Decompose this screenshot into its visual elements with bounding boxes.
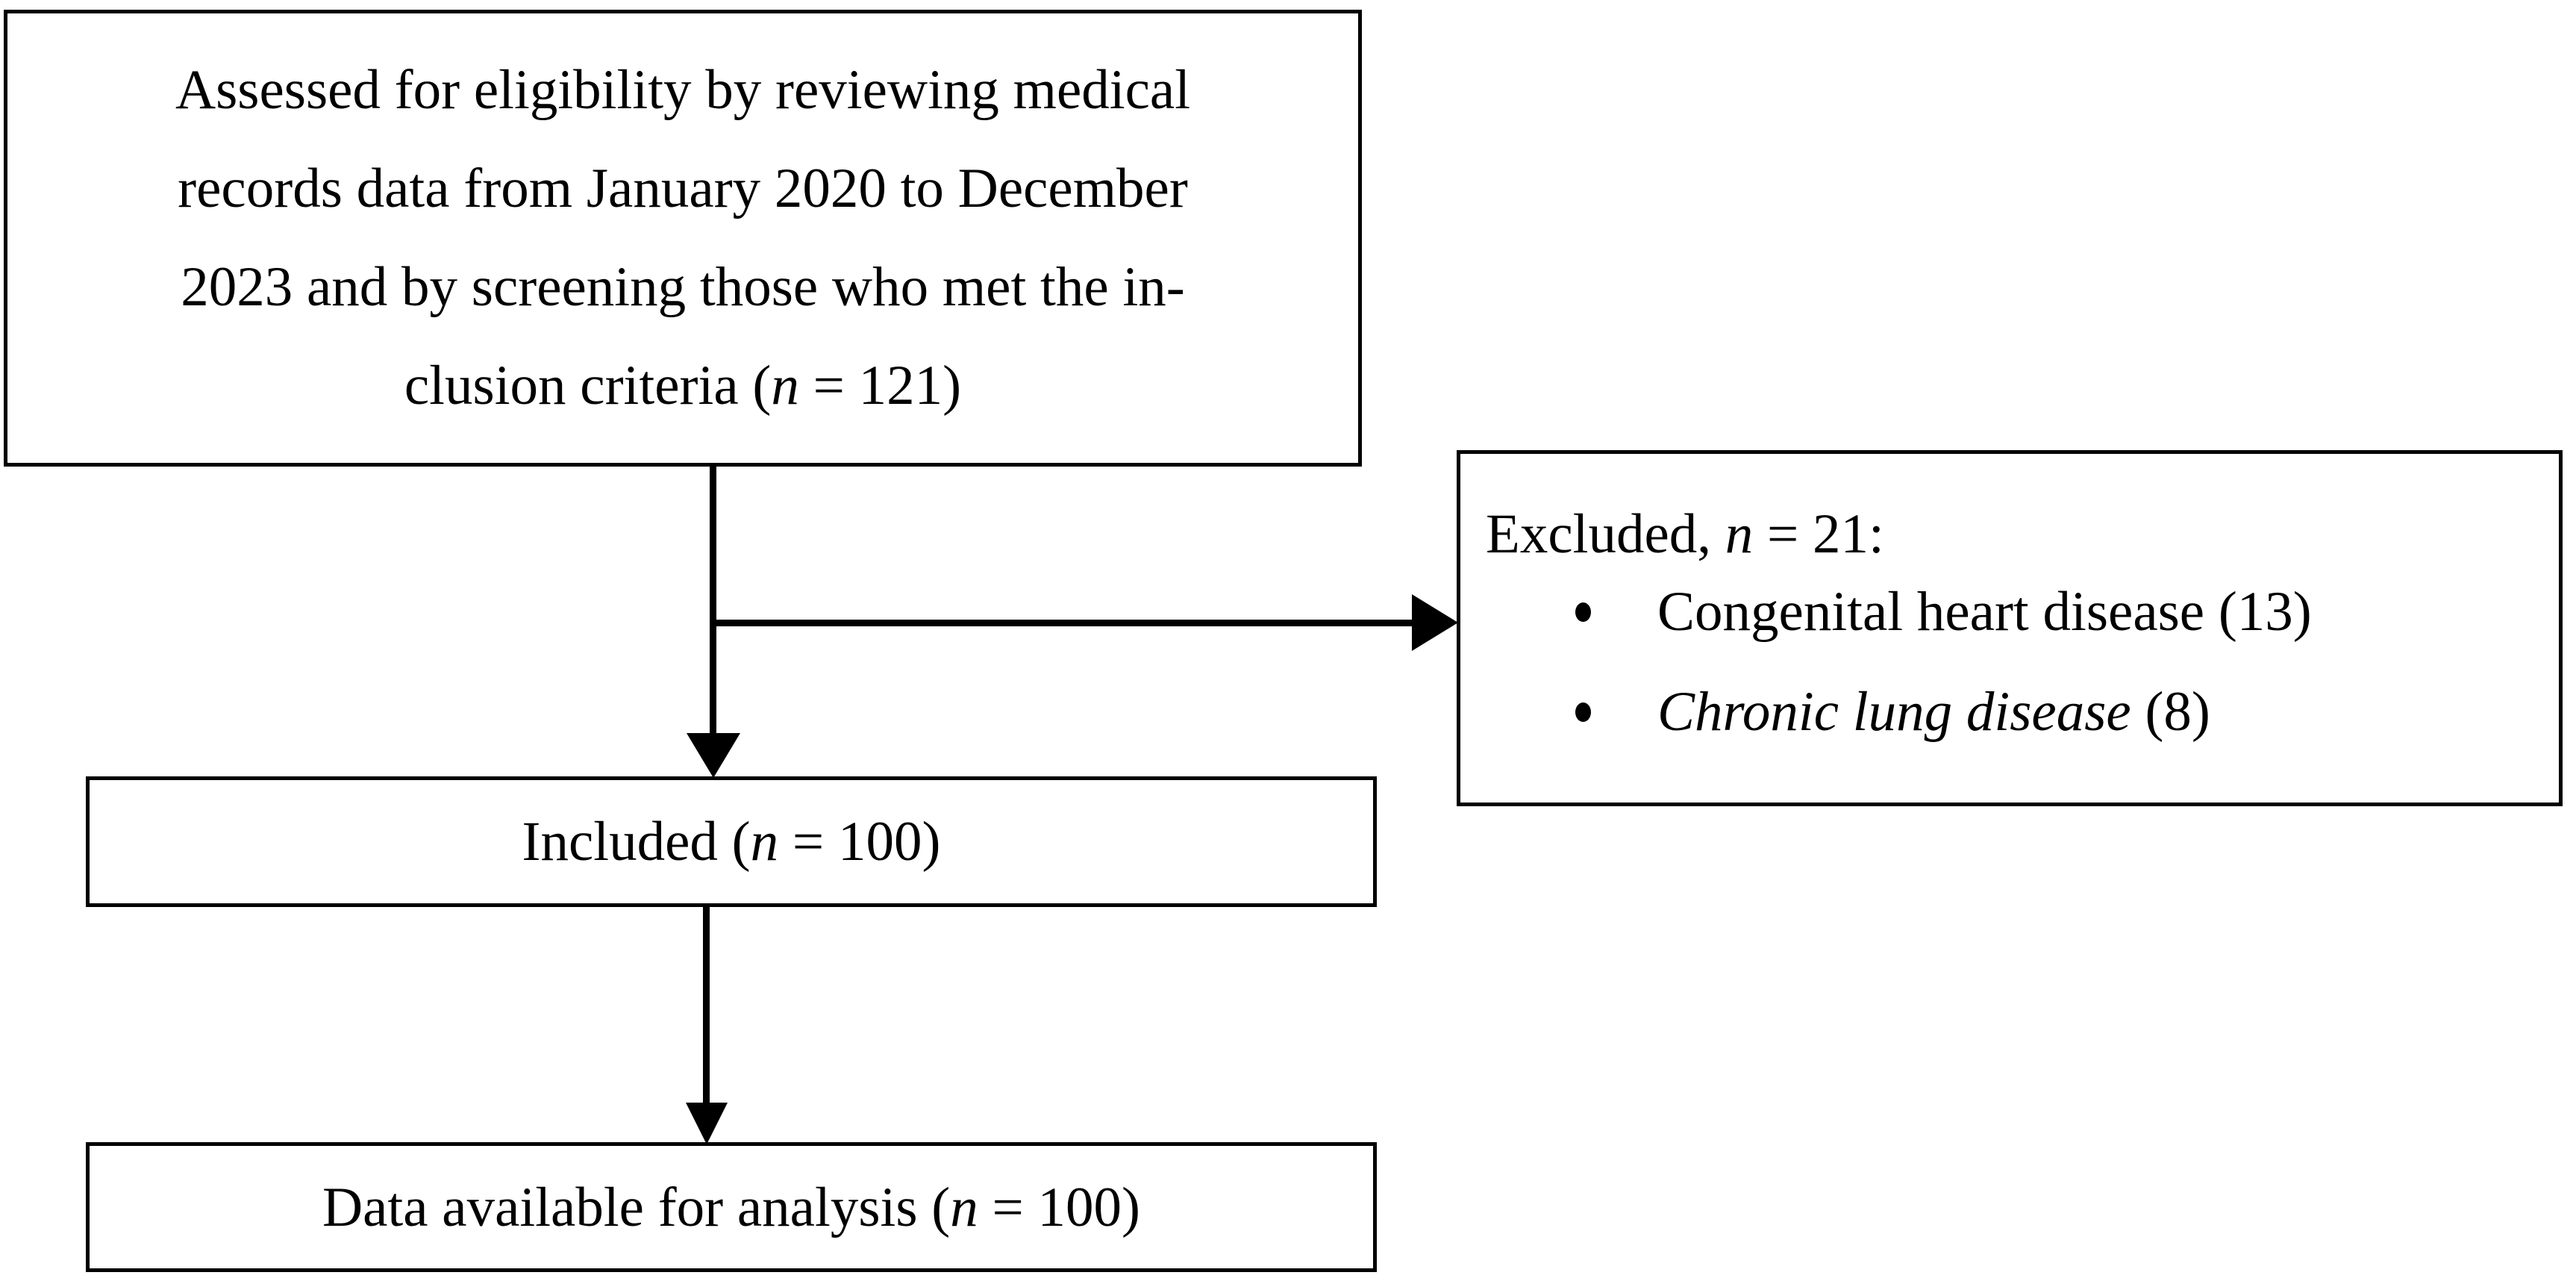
data-available-prefix: Data available for analysis ( bbox=[322, 1176, 951, 1238]
list-item: Chronic lung disease (8) bbox=[1486, 662, 2538, 762]
assessed-line-2: records data from January 2020 to Decemb… bbox=[178, 158, 1188, 219]
data-available-box: Data available for analysis (n = 100) bbox=[86, 1142, 1377, 1272]
arrowhead-right-icon bbox=[1412, 594, 1458, 651]
bullet-dot-icon bbox=[1575, 602, 1591, 622]
arrowhead-down-icon bbox=[687, 733, 740, 778]
data-available-n-value: = 100) bbox=[978, 1176, 1141, 1238]
excluded-reason-2: Chronic lung disease bbox=[1657, 681, 2131, 743]
data-available-label: Data available for analysis (n = 100) bbox=[90, 1180, 1373, 1235]
assessed-criteria-prefix: clusion criteria ( bbox=[404, 355, 772, 417]
included-n-value: = 100) bbox=[778, 811, 941, 873]
list-item: Congenital heart disease (13) bbox=[1486, 562, 2538, 662]
excluded-reason-2-count: (8) bbox=[2130, 681, 2210, 743]
excluded-n-symbol: n bbox=[1725, 503, 1754, 565]
assessed-line-3: 2023 and by screening those who met the … bbox=[181, 256, 1185, 318]
bullet-dot-icon bbox=[1575, 702, 1591, 722]
excluded-heading: Excluded, n = 21: bbox=[1486, 506, 2538, 562]
assessed-n-symbol: n bbox=[771, 355, 799, 417]
assessed-n-value: = 121) bbox=[798, 355, 962, 417]
excluded-n-value: = 21: bbox=[1753, 503, 1884, 565]
connector-included-to-data-available bbox=[703, 907, 710, 1105]
arrowhead-down-icon bbox=[686, 1103, 728, 1144]
included-box: Included (n = 100) bbox=[86, 776, 1377, 907]
excluded-box: Excluded, n = 21: Congenital heart disea… bbox=[1457, 450, 2563, 806]
connector-to-excluded bbox=[710, 620, 1416, 626]
connector-assessed-to-included bbox=[710, 467, 716, 735]
included-n-symbol: n bbox=[750, 811, 779, 873]
data-available-n-symbol: n bbox=[950, 1176, 978, 1238]
assessed-line-1: Assessed for eligibility by reviewing me… bbox=[175, 59, 1191, 121]
excluded-reason-1: Congenital heart disease (13) bbox=[1657, 581, 2312, 643]
included-label: Included (n = 100) bbox=[90, 814, 1373, 870]
included-prefix: Included ( bbox=[522, 811, 751, 873]
excluded-heading-prefix: Excluded, bbox=[1486, 503, 1725, 565]
assessed-line-4: clusion criteria (n = 121) bbox=[46, 337, 1319, 435]
assessed-for-eligibility-box: Assessed for eligibility by reviewing me… bbox=[4, 10, 1362, 467]
excluded-reason-list: Congenital heart disease (13) Chronic lu… bbox=[1486, 562, 2538, 762]
